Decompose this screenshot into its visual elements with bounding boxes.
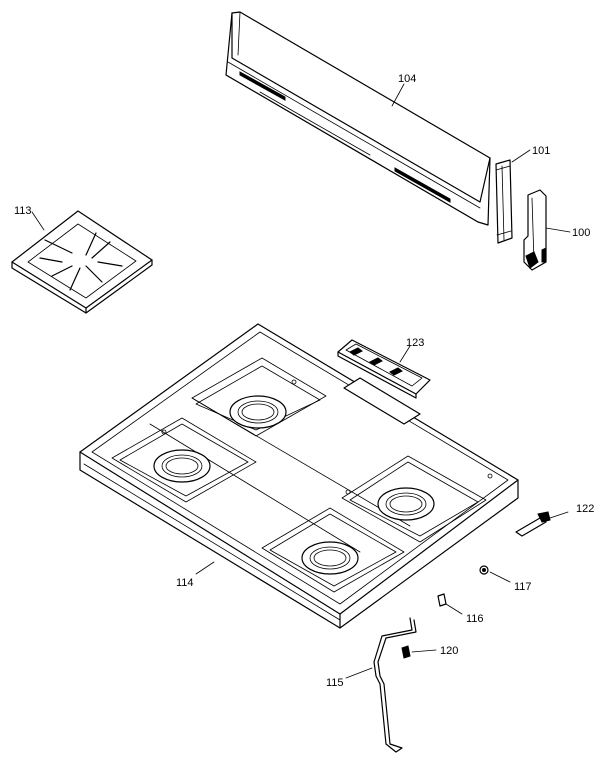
bracket-122-part — [515, 511, 551, 537]
end-cap-bracket-100-part — [523, 189, 547, 271]
part-120 — [401, 645, 411, 659]
backguard-part — [225, 11, 491, 226]
part-117 — [479, 565, 489, 575]
part-116 — [437, 593, 447, 607]
burner-left-front — [153, 449, 211, 483]
label-101: 101 — [532, 145, 550, 157]
burner-right-front — [301, 541, 359, 575]
burner-grate-part — [11, 210, 153, 314]
label-115: 115 — [326, 677, 344, 689]
rod-115-part — [373, 617, 417, 753]
label-117: 117 — [514, 581, 532, 593]
label-122: 122 — [576, 503, 594, 515]
label-123: 123 — [406, 337, 424, 349]
burner-right-rear — [377, 487, 435, 521]
label-113: 113 — [14, 205, 32, 217]
label-116: 116 — [466, 613, 484, 625]
cooktop-part — [79, 323, 519, 629]
end-cap-101-part — [495, 159, 513, 244]
label-120: 120 — [440, 645, 458, 657]
burner-left-rear — [229, 395, 287, 429]
vent-trim-part — [337, 339, 431, 399]
label-114: 114 — [176, 577, 194, 589]
label-104: 104 — [398, 73, 416, 85]
leader-lines — [31, 83, 571, 679]
label-100: 100 — [572, 227, 590, 239]
